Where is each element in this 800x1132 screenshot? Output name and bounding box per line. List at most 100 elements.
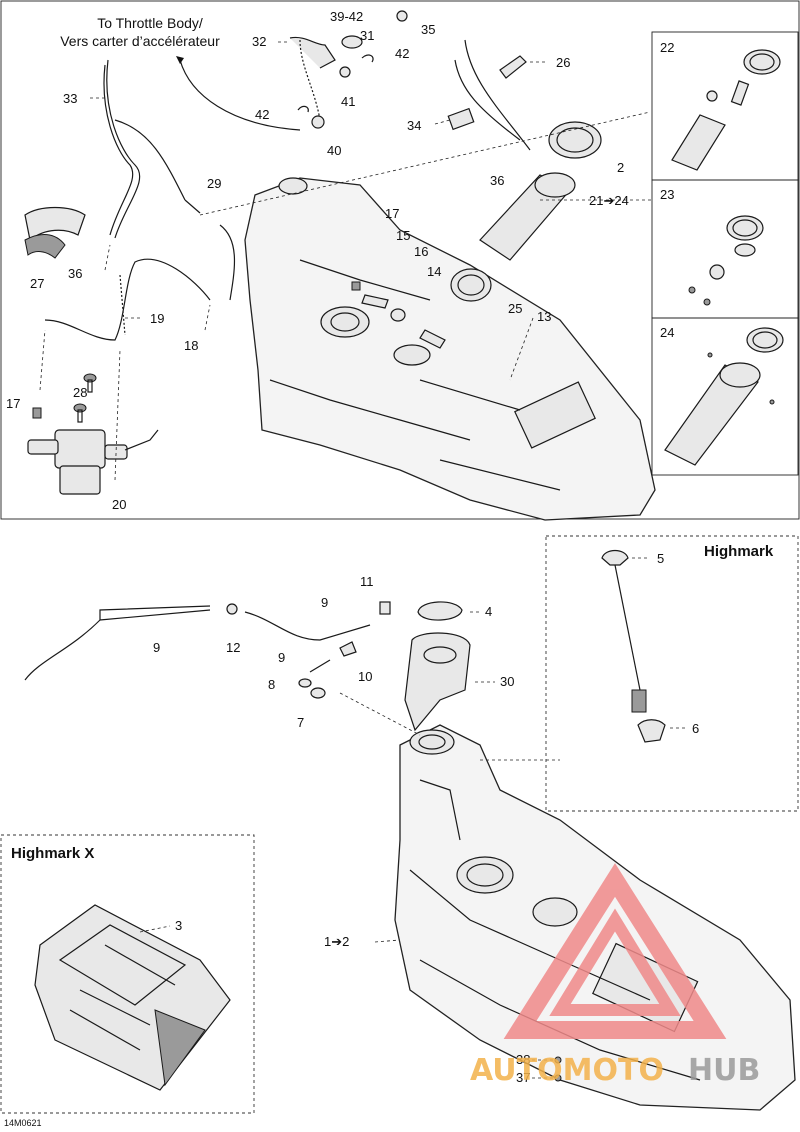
watermark-logo: AUTOMOTO HUB	[470, 863, 760, 1088]
callout-33: 33	[63, 91, 77, 106]
highmark-box: Highmark 5 6	[545, 535, 799, 812]
throttle-note-line2: Vers carter d’accélérateur	[60, 33, 220, 49]
callout-18: 18	[184, 338, 198, 353]
callout-3: 3	[175, 918, 182, 933]
part-3-skid-plate	[34, 904, 231, 1091]
part-7-grommet	[310, 687, 326, 699]
part-26	[499, 55, 527, 79]
part-10-tee	[339, 641, 357, 657]
callouts-top: 2 13 14 15 16 17 17 18 19 20 21➔24 25 26…	[6, 9, 629, 512]
watermark-text-part2: HUB	[688, 1053, 760, 1088]
part-14-fitting	[419, 329, 446, 349]
bottom-tank-pump-opening	[456, 856, 514, 894]
throttle-arrow	[179, 59, 301, 131]
callout-17a: 17	[385, 206, 399, 221]
callout-36a: 36	[68, 266, 82, 281]
callout-7: 7	[297, 715, 304, 730]
callout-10: 10	[358, 669, 372, 684]
part-17-fitting	[351, 281, 361, 291]
highmark-frame	[545, 535, 799, 812]
callout-30: 30	[500, 674, 514, 689]
callout-28: 28	[73, 385, 87, 400]
watermark-triangle-inner	[549, 908, 681, 1016]
part-41	[339, 66, 351, 78]
hose-assembly-33	[103, 59, 186, 239]
inset-23-regulator	[709, 264, 725, 280]
part-4-fuel-cap	[417, 601, 463, 621]
callout-5: 5	[657, 551, 664, 566]
inset-panels: 22 23 24	[651, 31, 799, 476]
watermark-triangle-outer	[503, 863, 727, 1039]
vent-hose-9	[24, 601, 391, 699]
callout-2: 2	[617, 160, 624, 175]
inset-22-label: 22	[660, 40, 674, 55]
top-fuel-tank	[244, 177, 656, 521]
callout-31: 31	[360, 28, 374, 43]
part-28-bolt-a	[83, 373, 97, 383]
hose-line-29	[184, 199, 201, 214]
callout-11: 11	[360, 574, 374, 589]
watermark-text-part1: AUTOMOTO	[470, 1053, 664, 1088]
part-30-bracket	[404, 632, 471, 732]
throttle-arrowhead	[176, 56, 184, 64]
callout-36b: 36	[490, 173, 504, 188]
callout-1-2: 1➔2	[324, 934, 349, 949]
callout-12: 12	[226, 640, 240, 655]
leader-lines-top	[39, 41, 652, 481]
callout-41: 41	[341, 94, 355, 109]
callout-13: 13	[537, 309, 551, 324]
part-16-grommet	[390, 308, 406, 322]
part-28-bolt-b	[73, 403, 87, 413]
hose-assembly-19	[44, 258, 211, 341]
pump-gasket-25	[450, 268, 492, 302]
part-34	[447, 107, 475, 131]
part-6-grommet	[637, 719, 666, 743]
inset-24-label: 24	[660, 325, 674, 340]
fasteners-17-28	[32, 373, 97, 423]
callout-32: 32	[252, 34, 266, 49]
hose-line-18	[219, 224, 235, 301]
part-42-clip-b	[361, 54, 374, 63]
callout-35: 35	[421, 22, 435, 37]
part-31	[341, 35, 363, 49]
callout-9b: 9	[321, 595, 328, 610]
part-42-clip	[297, 105, 309, 113]
callout-40: 40	[327, 143, 341, 158]
part-8-valve	[298, 678, 312, 688]
bottom-tank-plate	[532, 897, 578, 927]
highmarkx-frame	[0, 834, 255, 1114]
callout-6: 6	[692, 721, 699, 736]
callout-9a: 9	[153, 640, 160, 655]
inset-24-sock	[664, 364, 759, 466]
part-27-bracket	[24, 206, 86, 259]
callout-37: 37	[516, 1070, 530, 1085]
part-12-fitting	[226, 603, 238, 615]
callout-34: 34	[407, 118, 421, 133]
callout-27: 27	[30, 276, 44, 291]
inset-23-label: 23	[660, 187, 674, 202]
callout-14: 14	[427, 264, 441, 279]
tank-level-plate	[514, 381, 596, 449]
callout-38: 38	[516, 1052, 530, 1067]
tank-vent-plate	[393, 344, 431, 366]
part-35	[396, 10, 408, 22]
callout-15: 15	[396, 228, 410, 243]
callouts-bottom: 4 7 8 9 9 9 10 11 12 30 1➔2 38 37	[153, 574, 562, 1085]
callout-29: 29	[207, 176, 221, 191]
bottom-tank-filler	[409, 729, 455, 755]
callout-42a: 42	[395, 46, 409, 61]
callout-8: 8	[268, 677, 275, 692]
figure-code: 14M0621	[4, 1118, 42, 1128]
part-5-gauge-float	[631, 689, 647, 713]
tank-pump-opening	[320, 306, 370, 338]
callout-21-24: 21➔24	[589, 193, 629, 208]
callout-9c: 9	[278, 650, 285, 665]
callout-4: 4	[485, 604, 492, 619]
callout-20: 20	[112, 497, 126, 512]
callout-16: 16	[414, 244, 428, 259]
fuel-pump-assembly	[450, 39, 602, 302]
part-5-dipstick-cap	[601, 549, 629, 566]
part-32	[289, 36, 336, 69]
highmarkx-box: Highmark X 3	[0, 834, 255, 1114]
